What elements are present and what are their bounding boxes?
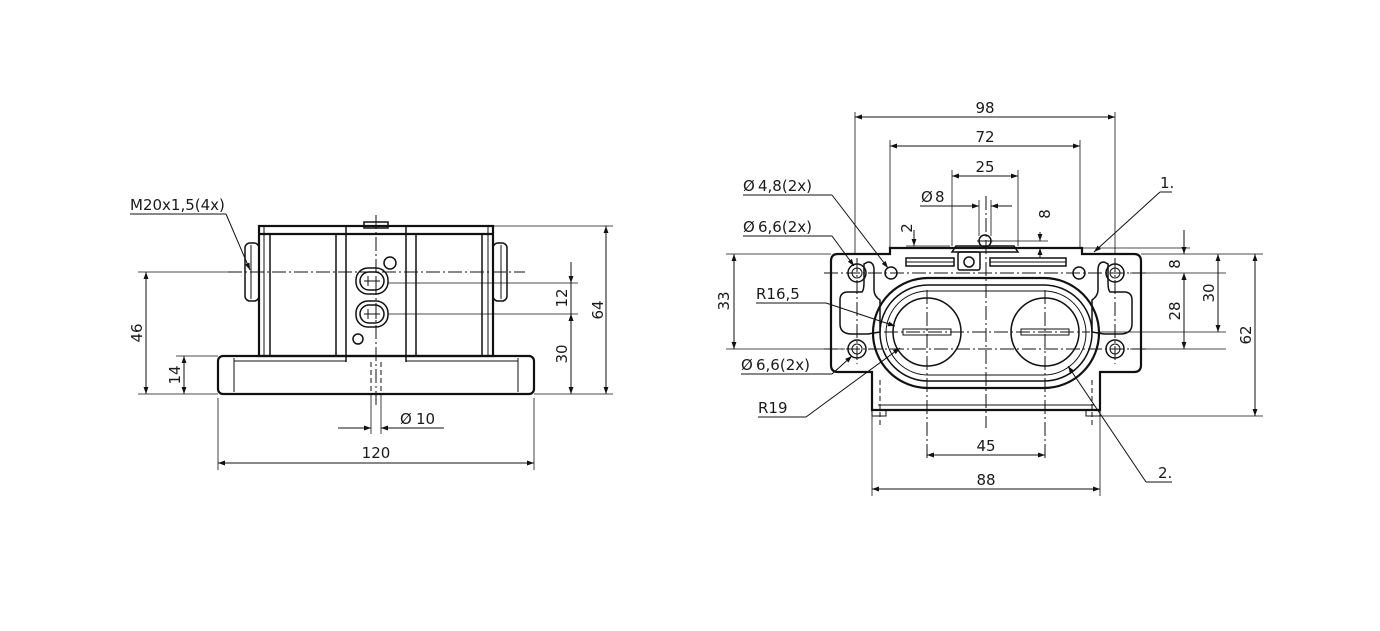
callout-1: 1. xyxy=(1160,174,1174,192)
dim-62: 62 xyxy=(1237,325,1255,344)
front-view: 64 46 14 12 30 Ø 10 120 M20x1,5(4x) xyxy=(128,196,613,470)
dim-height-46: 46 xyxy=(128,323,146,342)
dim-height-14: 14 xyxy=(166,365,184,384)
callout-2: 2. xyxy=(1158,464,1172,482)
dim-45: 45 xyxy=(976,437,995,455)
dia-8: 8 xyxy=(935,188,945,206)
dim-25: 25 xyxy=(975,158,994,176)
mounting-holes xyxy=(352,256,397,345)
top-slots xyxy=(905,234,1067,271)
dim-height-64: 64 xyxy=(589,300,607,319)
dim-2: 2 xyxy=(898,223,916,233)
dim-72: 72 xyxy=(975,128,994,146)
dim-30: 30 xyxy=(1200,283,1218,302)
dia-symbol-10: Ø xyxy=(400,410,412,428)
dia-symbol-6-6-bottom: Ø xyxy=(741,356,753,374)
dia-6-6-top: 6,6(2x) xyxy=(758,218,812,236)
dim-8-small: 8 xyxy=(1036,209,1054,219)
dim-width-120: 120 xyxy=(362,444,391,462)
radius-16-5: R16,5 xyxy=(756,285,800,303)
radius-19: R19 xyxy=(758,399,788,417)
dia-6-6-bottom: 6,6(2x) xyxy=(756,356,810,374)
dia-4-8: 4,8(2x) xyxy=(758,177,812,195)
dim-bore-10: 10 xyxy=(416,410,435,428)
dim-8-right: 8 xyxy=(1166,259,1184,269)
dim-hole-30: 30 xyxy=(553,344,571,363)
dia-symbol-4-8: Ø xyxy=(743,177,755,195)
dim-28: 28 xyxy=(1166,301,1184,320)
top-view: 98 72 25 Ø 8 8 2 Ø 4,8(2x) Ø 6,6(2x) R16… xyxy=(715,99,1263,496)
dia-symbol-6-6-top: Ø xyxy=(743,218,755,236)
dim-hole-spacing-12: 12 xyxy=(553,288,571,307)
dim-88: 88 xyxy=(976,471,995,489)
thread-label: M20x1,5(4x) xyxy=(130,196,225,214)
dia-symbol-8: Ø xyxy=(921,188,933,206)
dim-98: 98 xyxy=(975,99,994,117)
dim-33: 33 xyxy=(715,291,733,310)
